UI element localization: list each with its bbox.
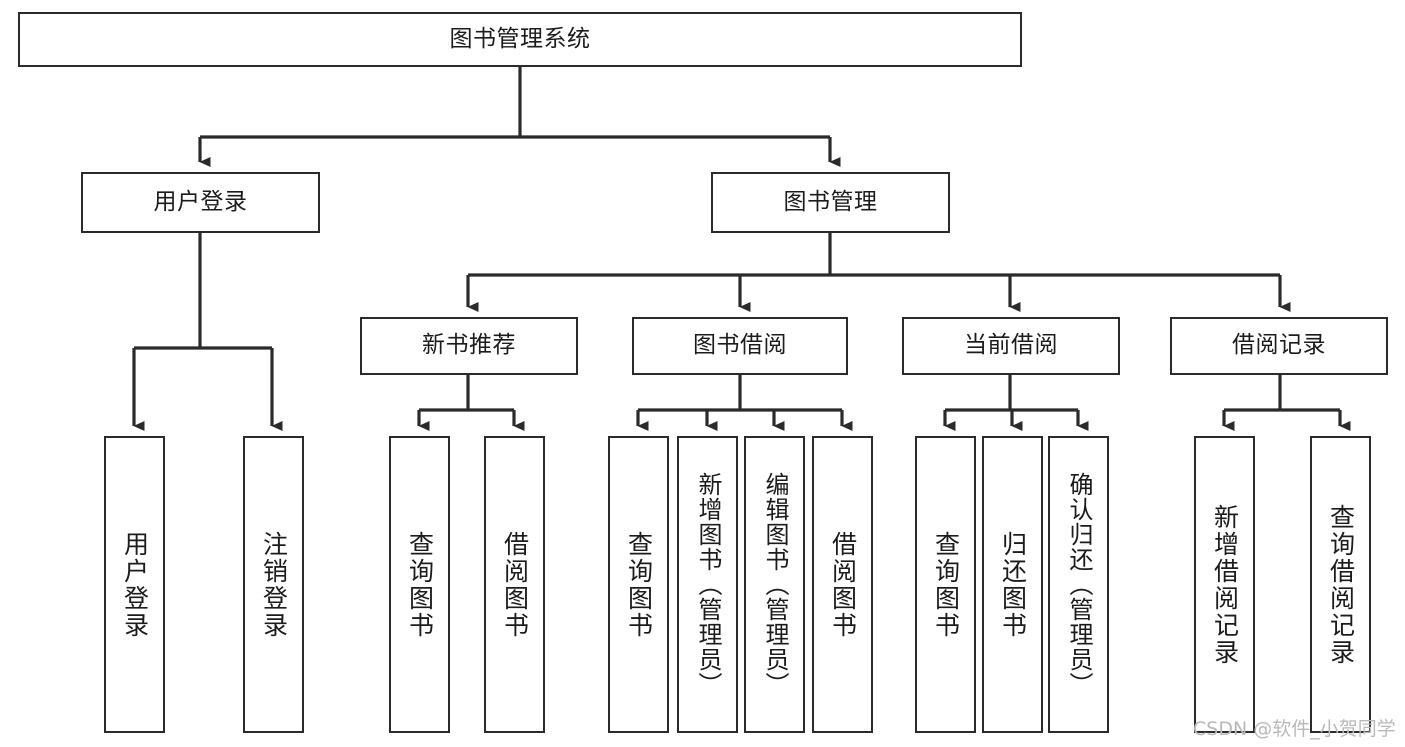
watermark-text: CSDN @软件_小贺同学 (1193, 718, 1396, 740)
node-leaf-add-book-admin-label: 新增图书（管理员） (693, 472, 722, 697)
node-book-manage[interactable]: 图书管理 (711, 172, 950, 233)
node-leaf-add-borrow-record-label: 新增借阅记录 (1210, 503, 1240, 666)
node-current-borrow[interactable]: 当前借阅 (902, 317, 1120, 375)
node-leaf-edit-book-admin-label: 编辑图书（管理员） (760, 472, 789, 697)
node-leaf-query-book-current[interactable]: 查询图书 (915, 436, 976, 733)
node-book-borrow-label: 图书借阅 (693, 332, 787, 359)
node-book-manage-label: 图书管理 (783, 188, 878, 215)
node-leaf-confirm-return-admin-label: 确认归还（管理员） (1064, 472, 1093, 697)
node-leaf-user-login-label: 用户登录 (120, 530, 150, 639)
node-leaf-logout-label: 注销登录 (259, 530, 289, 639)
node-borrow-record[interactable]: 借阅记录 (1170, 317, 1388, 375)
node-borrow-record-label: 借阅记录 (1232, 332, 1326, 359)
node-leaf-add-book-admin[interactable]: 新增图书（管理员） (677, 436, 738, 733)
node-leaf-query-borrow-record-label: 查询借阅记录 (1326, 503, 1356, 666)
node-leaf-edit-book-admin[interactable]: 编辑图书（管理员） (744, 436, 805, 733)
node-leaf-query-book[interactable]: 查询图书 (608, 436, 669, 733)
node-leaf-query-book-label: 查询图书 (624, 530, 654, 639)
node-leaf-confirm-return-admin[interactable]: 确认归还（管理员） (1048, 436, 1109, 733)
node-book-borrow[interactable]: 图书借阅 (632, 317, 848, 375)
node-leaf-query-borrow-record[interactable]: 查询借阅记录 (1310, 436, 1371, 733)
node-user-login-label: 用户登录 (153, 188, 248, 215)
node-leaf-query-book-recommend[interactable]: 查询图书 (389, 436, 450, 733)
node-leaf-borrow-book-label: 借阅图书 (828, 530, 858, 639)
node-leaf-borrow-book[interactable]: 借阅图书 (812, 436, 873, 733)
node-root[interactable]: 图书管理系统 (18, 12, 1022, 67)
node-leaf-query-book-recommend-label: 查询图书 (405, 530, 435, 639)
node-leaf-return-book[interactable]: 归还图书 (982, 436, 1043, 733)
node-leaf-return-book-label: 归还图书 (998, 530, 1028, 639)
node-leaf-borrow-book-recommend-label: 借阅图书 (500, 530, 530, 639)
node-current-borrow-label: 当前借阅 (964, 332, 1058, 359)
node-leaf-query-book-current-label: 查询图书 (931, 530, 961, 639)
node-leaf-logout[interactable]: 注销登录 (243, 436, 304, 733)
node-leaf-add-borrow-record[interactable]: 新增借阅记录 (1194, 436, 1255, 733)
node-new-book-recommend-label: 新书推荐 (422, 332, 516, 359)
node-new-book-recommend[interactable]: 新书推荐 (360, 317, 578, 375)
node-leaf-borrow-book-recommend[interactable]: 借阅图书 (484, 436, 545, 733)
node-user-login[interactable]: 用户登录 (81, 172, 320, 233)
node-leaf-user-login[interactable]: 用户登录 (104, 436, 165, 733)
node-root-label: 图书管理系统 (449, 25, 591, 52)
